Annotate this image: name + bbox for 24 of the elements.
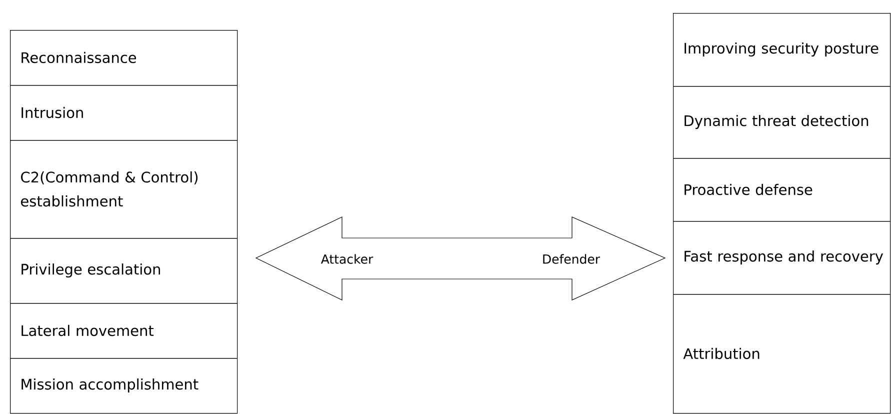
cell-text: Privilege escalation xyxy=(22,263,160,278)
cell-text: Dynamic threat detection xyxy=(684,114,868,129)
table-cell xyxy=(10,85,238,141)
table-cell xyxy=(673,13,891,87)
table-cell xyxy=(10,358,238,414)
cell-text: Lateral movement xyxy=(22,324,154,336)
table-cell xyxy=(10,140,238,239)
table-cell xyxy=(673,221,891,295)
cell-text: C2(Command & Control) establishment xyxy=(21,171,198,207)
arrow-label: Defender xyxy=(543,254,600,264)
cell-text: Mission accomplishment xyxy=(22,378,198,392)
cell-text: Reconnaissance xyxy=(22,52,136,64)
table-cell xyxy=(673,86,891,159)
cell-text: Improving security posture xyxy=(684,42,878,56)
cell-text: Intrusion xyxy=(22,106,83,118)
cell-text: Attribution xyxy=(683,348,760,360)
table-cell xyxy=(10,30,238,86)
arrow-label: Attacker xyxy=(320,254,374,264)
table-cell xyxy=(10,238,238,304)
table-cell xyxy=(673,294,891,414)
table-cell xyxy=(10,303,238,359)
cell-text: Fast response and recovery xyxy=(684,250,883,264)
cell-text: Proactive defense xyxy=(684,184,812,196)
table-cell xyxy=(673,158,891,222)
